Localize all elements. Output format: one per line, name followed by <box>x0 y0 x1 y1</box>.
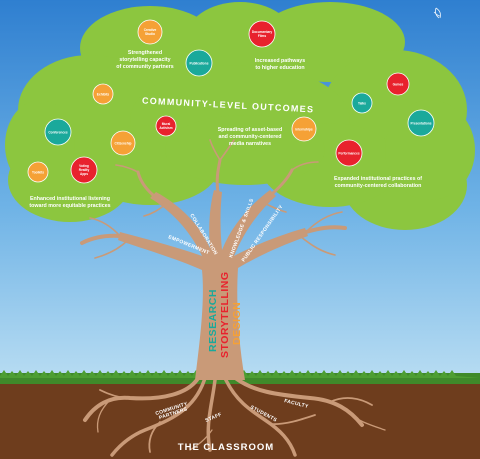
bird-icon <box>433 7 441 19</box>
bubble-toolkits: Toolkits <box>27 161 49 183</box>
bubble-games: Games <box>386 72 410 96</box>
roots <box>83 373 386 457</box>
svg-text:Performances: Performances <box>338 152 359 156</box>
ground-label-classroom: THE CLASSROOM <box>178 442 274 453</box>
bubble-presentations: Presentations <box>407 109 435 137</box>
bubble-citizenship: Citizenship <box>110 130 136 156</box>
twigs <box>89 139 343 259</box>
svg-text:Exhibits: Exhibits <box>97 93 110 97</box>
soil-ground <box>0 380 480 459</box>
bubble-conferences: Conferences <box>44 118 72 146</box>
svg-text:Toolkits: Toolkits <box>32 171 44 175</box>
bubble-talks: Talks <box>351 92 373 114</box>
trunk-word-design: DESIGN <box>231 302 243 345</box>
tree-trunk <box>80 158 347 380</box>
svg-text:Talks: Talks <box>358 102 366 106</box>
svg-text:Citizenship: Citizenship <box>114 142 131 146</box>
grass-blades <box>0 370 480 378</box>
tree-canopy <box>5 2 475 230</box>
bubble-performances: Performances <box>335 139 363 167</box>
root-label-faculty: FACULTY <box>284 398 310 410</box>
bubble-internships: Internships <box>291 116 317 142</box>
svg-text:Publications: Publications <box>190 62 209 66</box>
bubble-publications: Publications <box>185 49 213 77</box>
svg-text:Conferences: Conferences <box>48 131 68 135</box>
svg-text:Expanded institutional practic: Expanded institutional practices ofcommu… <box>334 176 422 189</box>
svg-text:Internships: Internships <box>295 128 312 132</box>
trunk-word-storytelling: STORYTELLING <box>219 271 231 358</box>
bubble-exhibits: Exhibits <box>92 83 114 105</box>
svg-text:Presentations: Presentations <box>410 122 431 126</box>
svg-text:Games: Games <box>393 83 404 87</box>
trunk-word-research: RESEARCH <box>207 289 219 352</box>
